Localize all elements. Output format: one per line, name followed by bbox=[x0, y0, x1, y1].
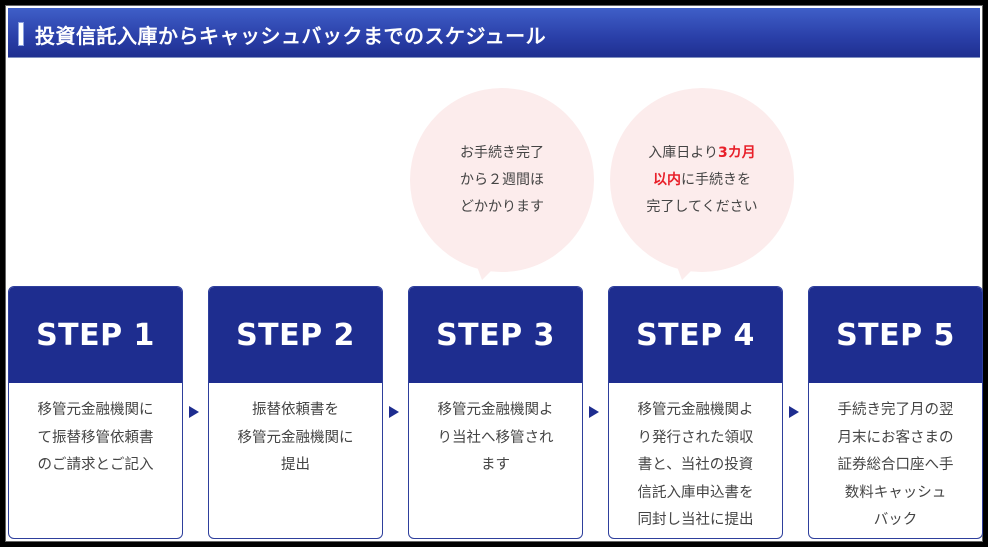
step-description: 手続き完了月の翌 月末にお客さまの 証券総合口座へ手 数料キャッシュ バック bbox=[837, 402, 954, 528]
step-description: 移管元金融機関よ り発行された領収 書と、当社の投資 信託入庫申込書を 同封し当… bbox=[637, 402, 754, 528]
note-text: 入庫日より3カ月 以内に手続きを 完了してください bbox=[646, 144, 758, 215]
step-card-2: STEP 2 振替依頼書を 移管元金融機関に 提出 bbox=[208, 286, 383, 539]
step-description: 移管元金融機関よ り当社へ移管され ます bbox=[437, 402, 554, 473]
note-bubble-step3: お手続き完了 から２週間ほ どかかります bbox=[410, 88, 594, 272]
step-label: STEP 3 bbox=[409, 287, 582, 383]
arrow-right-icon bbox=[389, 406, 399, 418]
step-card-3: STEP 3 移管元金融機関よ り当社へ移管され ます bbox=[408, 286, 583, 539]
arrow-right-icon bbox=[789, 406, 799, 418]
step-description: 移管元金融機関に て振替移管依頼書 のご請求とご記入 bbox=[37, 402, 154, 473]
step-description: 振替依頼書を 移管元金融機関に 提出 bbox=[237, 402, 354, 473]
bubble-tail bbox=[476, 264, 498, 280]
schedule-panel: 投資信託入庫からキャッシュバックまでのスケジュール お手続き完了 から２週間ほ … bbox=[5, 5, 983, 542]
title-bar: 投資信託入庫からキャッシュバックまでのスケジュール bbox=[8, 8, 980, 58]
title-marker-icon bbox=[18, 22, 24, 46]
page-title: 投資信託入庫からキャッシュバックまでのスケジュール bbox=[35, 24, 547, 48]
step-label: STEP 2 bbox=[209, 287, 382, 383]
step-card-4: STEP 4 移管元金融機関よ り発行された領収 書と、当社の投資 信託入庫申込… bbox=[608, 286, 783, 539]
arrow-right-icon bbox=[189, 406, 199, 418]
bubble-tail bbox=[676, 264, 698, 280]
note-text: お手続き完了 から２週間ほ どかかります bbox=[460, 144, 544, 215]
step-card-5: STEP 5 手続き完了月の翌 月末にお客さまの 証券総合口座へ手 数料キャッシ… bbox=[808, 286, 983, 539]
arrow-right-icon bbox=[589, 406, 599, 418]
note-bubble-step4: 入庫日より3カ月 以内に手続きを 完了してください bbox=[610, 88, 794, 272]
step-card-1: STEP 1 移管元金融機関に て振替移管依頼書 のご請求とご記入 bbox=[8, 286, 183, 539]
step-label: STEP 4 bbox=[609, 287, 782, 383]
step-label: STEP 5 bbox=[809, 287, 982, 383]
step-label: STEP 1 bbox=[9, 287, 182, 383]
